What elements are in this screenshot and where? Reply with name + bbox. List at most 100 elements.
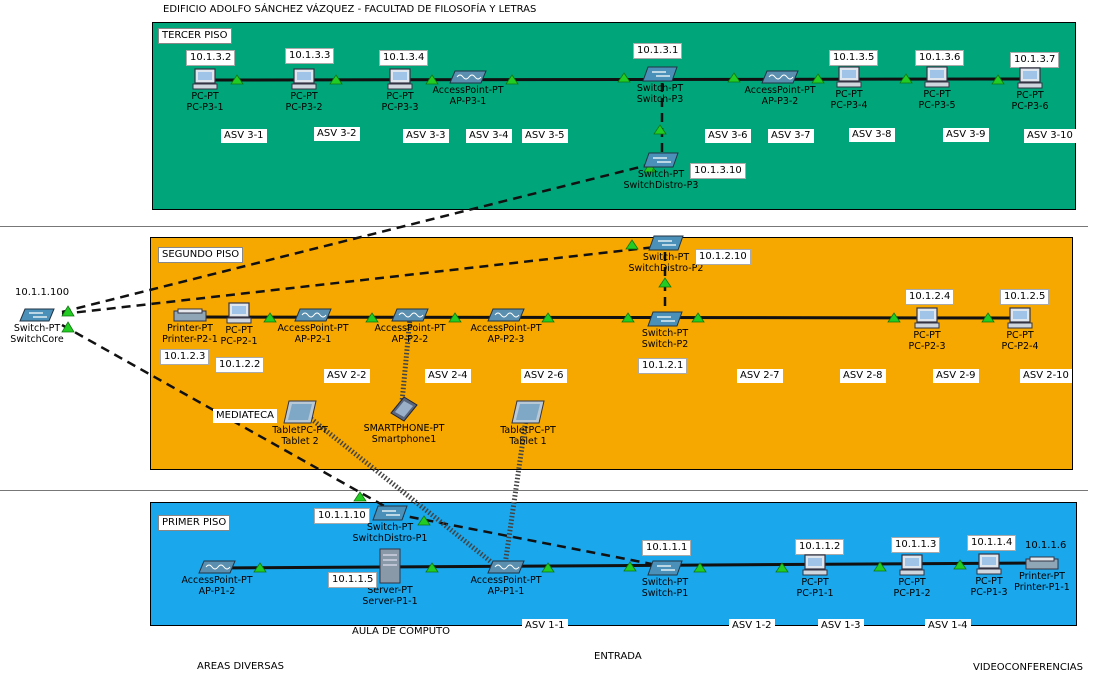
device-name: Switch-P2	[641, 339, 689, 350]
ap-p2-2[interactable]: AccessPoint-PT AP-P2-2	[350, 308, 470, 345]
port-up-icon	[448, 312, 462, 323]
building-title: EDIFICIO ADOLFO SÁNCHEZ VÁZQUEZ - FACULT…	[163, 4, 537, 15]
asv-label: ASV 3-10	[1024, 129, 1076, 143]
port-up-icon	[541, 312, 555, 323]
device-type: AccessPoint-PT	[470, 575, 542, 586]
ap-p2-3[interactable]: AccessPoint-PT AP-P2-3	[446, 308, 566, 345]
device-type: Switch-PT	[13, 323, 61, 334]
ap-p1-2[interactable]: AccessPoint-PT AP-P1-2	[157, 560, 277, 597]
device-name: PC-P3-1	[186, 102, 224, 113]
port-up-icon	[653, 124, 667, 135]
ip-label: 10.1.1.2	[795, 539, 845, 555]
device-type: AccessPoint-PT	[181, 575, 253, 586]
device-name: SwitchDistro-P2	[628, 263, 704, 274]
pc-p2-1[interactable]: PC-PT PC-P2-1	[179, 302, 299, 347]
switch-distro-p1[interactable]: Switch-PT SwitchDistro-P1	[330, 505, 450, 544]
pc-p3-6[interactable]: PC-PT PC-P3-6	[970, 67, 1090, 112]
device-type: PC-PT	[1016, 90, 1044, 101]
device-name: PC-P3-6	[1011, 101, 1049, 112]
device-name: SwitchDistro-P3	[623, 180, 699, 191]
device-name: AP-P1-1	[487, 586, 525, 597]
port-up-icon	[981, 312, 995, 323]
ip-label: 10.1.2.5	[1000, 289, 1050, 305]
port-up-icon	[505, 74, 519, 85]
pc-p1-1[interactable]: PC-PT PC-P1-1	[755, 554, 875, 599]
device-type: PC-PT	[386, 91, 414, 102]
tablet-1[interactable]: TabletPC-PT Tablet 1	[468, 400, 588, 447]
port-up-icon	[230, 74, 244, 85]
device-name: PC-P2-3	[908, 341, 946, 352]
port-up-icon	[541, 562, 555, 573]
printer-p1-1[interactable]: Printer-PT Printer-P1-1	[982, 556, 1102, 593]
ip-label: 10.1.1.4	[967, 535, 1017, 551]
ip-label: 10.1.1.6	[1025, 540, 1067, 551]
access-point-icon	[449, 70, 487, 84]
pc-p3-4[interactable]: PC-PT PC-P3-4	[789, 66, 909, 111]
switch-distro-p2[interactable]: Switch-PT SwitchDistro-P2	[606, 235, 726, 274]
device-name: PC-P1-1	[796, 588, 834, 599]
pc-icon	[836, 66, 862, 88]
device-type: PC-PT	[225, 325, 253, 336]
area-label-diversas: AREAS DIVERSAS	[197, 661, 284, 672]
pc-icon	[976, 553, 1002, 575]
port-up-icon	[691, 312, 705, 323]
device-name: AP-P2-2	[391, 334, 429, 345]
ip-label: 10.1.1.1	[642, 540, 692, 556]
switch-p1[interactable]: Switch-PT Switch-P1	[605, 560, 725, 599]
port-up-icon	[727, 72, 741, 83]
access-point-icon	[294, 308, 332, 322]
printer-p2-1[interactable]: Printer-PT Printer-P2-1	[130, 308, 250, 345]
device-type: Switch-PT	[637, 169, 685, 180]
pc-p3-5[interactable]: PC-PT PC-P3-5	[877, 66, 997, 111]
floor-3-label: TERCER PISO	[158, 28, 232, 44]
device-name: AP-P3-1	[449, 96, 487, 107]
pc-p1-2[interactable]: PC-PT PC-P1-2	[852, 554, 972, 599]
device-type: PC-PT	[913, 330, 941, 341]
wireless-link-tablet1	[502, 411, 530, 566]
server-p1-1[interactable]: Server-PT Server-P1-1	[330, 548, 450, 607]
ap-p1-1[interactable]: AccessPoint-PT AP-P1-1	[446, 560, 566, 597]
asv-label: ASV 3-5	[522, 129, 568, 143]
device-name: PC-P2-4	[1001, 341, 1039, 352]
device-name: PC-P2-1	[220, 336, 258, 347]
device-type: PC-PT	[801, 577, 829, 588]
ap-p3-1[interactable]: AccessPoint-PT AP-P3-1	[408, 70, 528, 107]
ip-label: 10.1.1.100	[15, 287, 70, 298]
pc-p3-2[interactable]: PC-PT PC-P3-2	[244, 68, 364, 113]
asv-label: ASV 1-1	[522, 619, 568, 633]
link-core-distro-p2	[61, 244, 665, 316]
pc-p3-3[interactable]: PC-PT PC-P3-3	[340, 68, 460, 113]
device-name: AP-P1-2	[198, 586, 236, 597]
ip-label: 10.1.3.4	[379, 50, 429, 66]
ap-p2-1[interactable]: AccessPoint-PT AP-P2-1	[253, 308, 373, 345]
asv-label: ASV 1-2	[729, 619, 775, 633]
port-up-icon	[365, 312, 379, 323]
pc-p2-4[interactable]: PC-PT PC-P2-4	[960, 307, 1080, 352]
device-type: AccessPoint-PT	[374, 323, 446, 334]
pc-p3-1[interactable]: PC-PT PC-P3-1	[145, 68, 265, 113]
area-label-computo: AULA DE CÓMPUTO	[352, 626, 450, 637]
ap-p3-2[interactable]: AccessPoint-PT AP-P3-2	[720, 70, 840, 107]
pc-p1-3[interactable]: PC-PT PC-P1-3	[929, 553, 1049, 598]
switch-core[interactable]: Switch-PT SwitchCore	[0, 308, 97, 345]
floor-2-area	[150, 237, 1073, 470]
device-name: AP-P2-3	[487, 334, 525, 345]
ip-label: 10.1.1.5	[328, 572, 378, 588]
device-name: Printer-P2-1	[162, 334, 218, 345]
asv-label: ASV 3-4	[466, 129, 512, 143]
smartphone-1[interactable]: SMARTPHONE-PT Smartphone1	[344, 396, 464, 445]
pc-p2-3[interactable]: PC-PT PC-P2-3	[867, 307, 987, 352]
asv-label: ASV 2-10	[1020, 369, 1072, 383]
switch-p2[interactable]: Switch-PT Switch-P2	[605, 311, 725, 350]
device-type: AccessPoint-PT	[470, 323, 542, 334]
switch-icon	[642, 66, 678, 82]
port-up-icon	[775, 562, 789, 573]
switch-p3[interactable]: Switch-PT Switch-P3	[600, 66, 720, 105]
tablet-icon	[511, 400, 545, 424]
asv-label: ASV 2-6	[521, 369, 567, 383]
device-type: PC-PT	[835, 89, 863, 100]
switch-distro-p3[interactable]: Switch-PT SwitchDistro-P3	[601, 152, 721, 191]
port-up-icon	[693, 562, 707, 573]
asv-label: ASV 3-3	[403, 129, 449, 143]
tablet-2[interactable]: TabletPC-PT Tablet 2	[240, 400, 360, 447]
